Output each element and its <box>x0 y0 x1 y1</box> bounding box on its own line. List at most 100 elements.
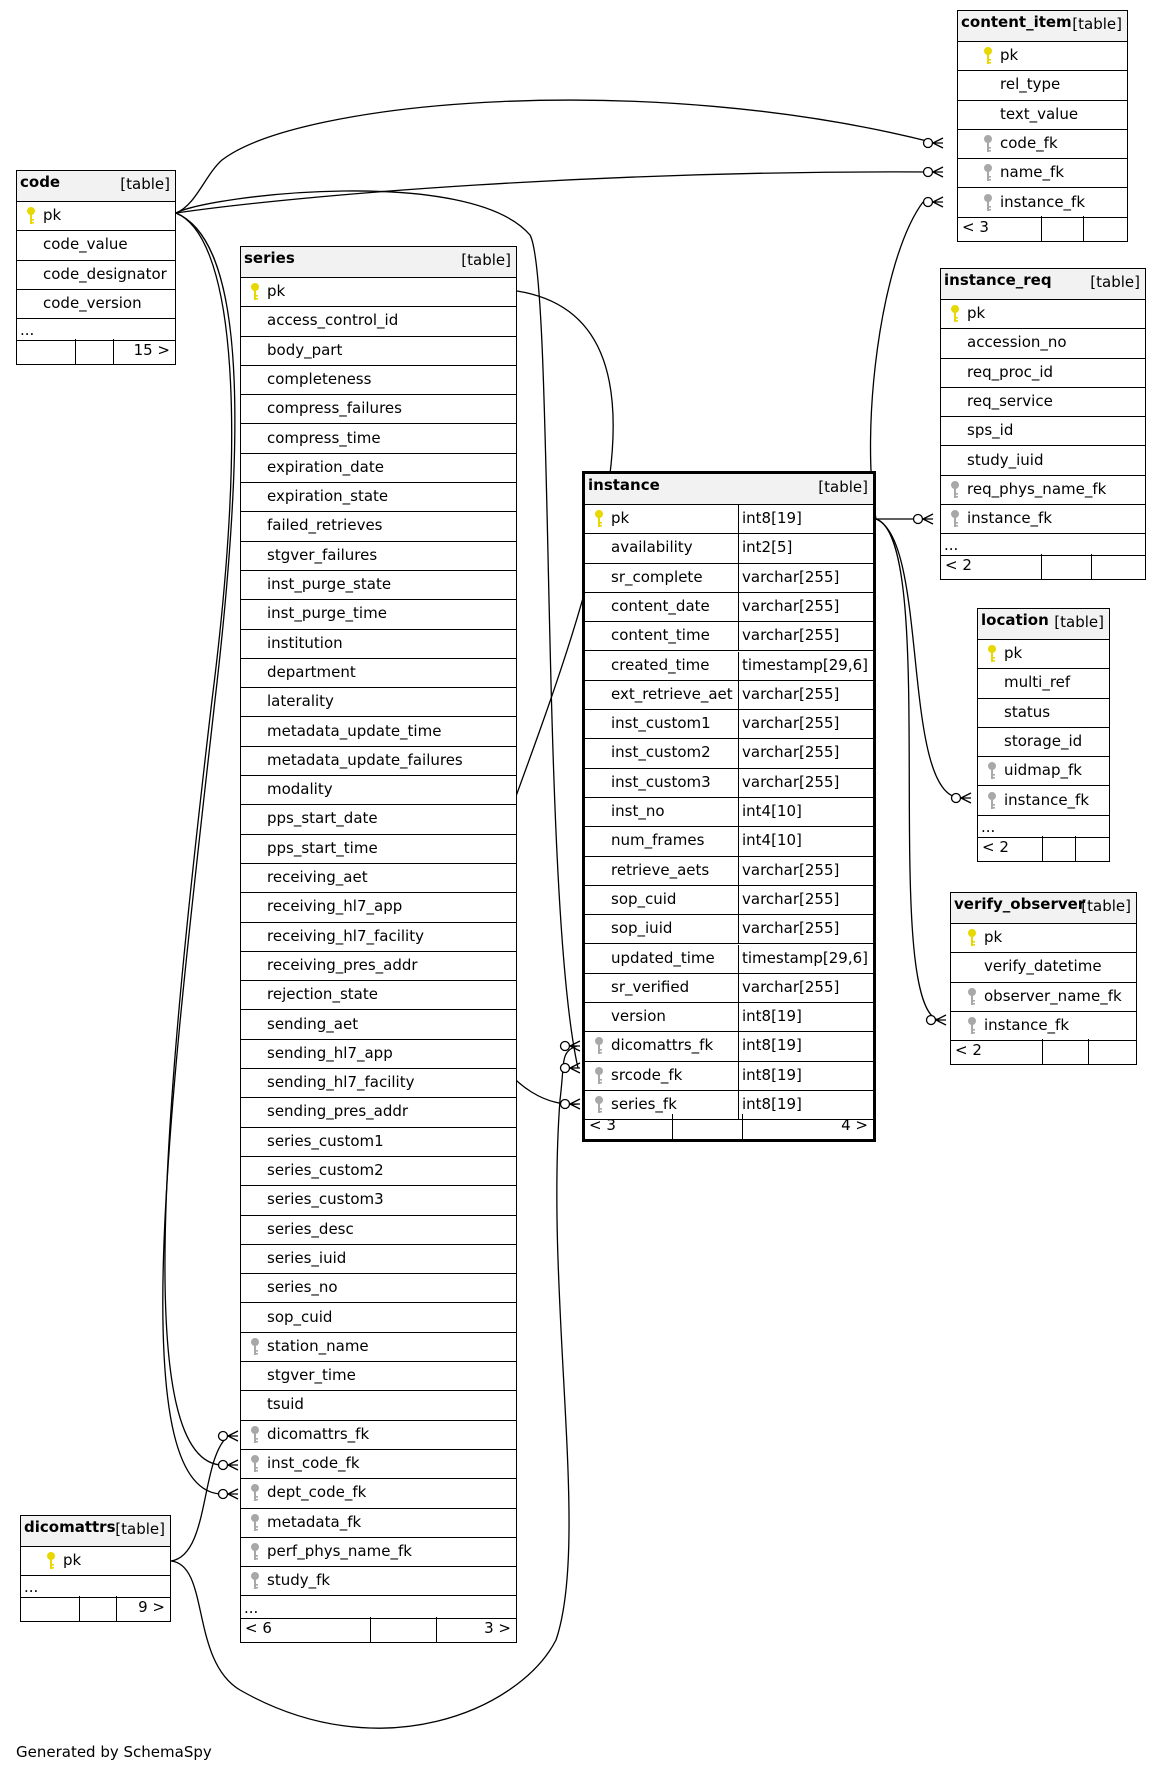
column-row[interactable]: failed_retrieves <box>241 512 516 542</box>
column-row[interactable]: instance_fk <box>958 189 1127 218</box>
column-row[interactable]: station_name <box>241 1333 516 1363</box>
column-row[interactable]: series_iuid <box>241 1245 516 1275</box>
column-row[interactable]: series_custom3 <box>241 1186 516 1216</box>
column-row[interactable]: sps_id <box>941 417 1145 447</box>
column-row[interactable]: compress_time <box>241 425 516 454</box>
column-row[interactable]: perf_phys_name_fk <box>241 1538 516 1568</box>
column-row[interactable]: receiving_hl7_app <box>241 893 516 923</box>
column-row[interactable]: series_custom1 <box>241 1128 516 1157</box>
column-row[interactable]: inst_purge_state <box>241 571 516 601</box>
column-row[interactable]: receiving_hl7_facility <box>241 923 516 952</box>
column-row[interactable]: access_control_id <box>241 307 516 337</box>
column-row[interactable]: uidmap_fk <box>978 757 1109 787</box>
column-row[interactable]: code_value <box>17 231 175 261</box>
column-row[interactable]: instance_fk <box>951 1012 1136 1042</box>
column-row[interactable]: dicomattrs_fk <box>241 1421 516 1450</box>
column-row[interactable]: compress_failures <box>241 395 516 425</box>
column-row[interactable]: series_desc <box>241 1216 516 1245</box>
more-columns[interactable]: ... <box>21 1576 170 1599</box>
column-row[interactable]: verify_datetime <box>951 953 1136 983</box>
column-row[interactable]: status <box>978 699 1109 728</box>
parents-link[interactable]: < 2 <box>945 556 972 575</box>
children-link[interactable]: 4 > <box>841 1116 868 1135</box>
column-row[interactable]: pk <box>21 1547 170 1577</box>
column-row[interactable]: stgver_failures <box>241 542 516 571</box>
column-row[interactable]: metadata_fk <box>241 1509 516 1538</box>
children-link[interactable]: 9 > <box>138 1598 165 1617</box>
column-row[interactable]: pk <box>958 42 1127 72</box>
children-link[interactable]: 15 > <box>133 341 170 360</box>
column-row[interactable]: stgver_time <box>241 1362 516 1392</box>
column-row[interactable]: text_value <box>958 101 1127 130</box>
column-row[interactable]: sop_cuid <box>241 1304 516 1333</box>
column-row[interactable]: receiving_aet <box>241 864 516 894</box>
column-row[interactable]: inst_code_fk <box>241 1450 516 1480</box>
column-row[interactable]: body_part <box>241 337 516 366</box>
more-columns[interactable]: ... <box>941 534 1145 557</box>
column-row[interactable]: pps_start_date <box>241 805 516 835</box>
column-row[interactable]: pk <box>17 202 175 232</box>
table-dicomattrs[interactable]: dicomattrs[table]pk...9 > <box>20 1515 171 1623</box>
column-row[interactable]: multi_ref <box>978 669 1109 699</box>
column-row[interactable]: req_proc_id <box>941 359 1145 388</box>
column-row[interactable]: req_service <box>941 388 1145 418</box>
column-row[interactable]: metadata_update_failures <box>241 747 516 777</box>
column-row[interactable]: metadata_update_time <box>241 718 516 747</box>
more-columns[interactable]: ... <box>17 319 175 342</box>
column-row[interactable]: pk <box>951 924 1136 954</box>
more-columns[interactable]: ... <box>241 1597 516 1619</box>
parents-link[interactable]: < 2 <box>982 837 1009 856</box>
parents-link[interactable]: < 3 <box>962 217 989 236</box>
parents-link[interactable]: < 2 <box>955 1041 982 1060</box>
column-row[interactable]: tsuid <box>241 1391 516 1421</box>
column-row[interactable]: inst_purge_time <box>241 600 516 630</box>
column-row[interactable]: completeness <box>241 366 516 396</box>
column-row[interactable]: storage_id <box>978 728 1109 758</box>
column-row[interactable]: receiving_pres_addr <box>241 952 516 982</box>
column-row[interactable]: req_phys_name_fk <box>941 476 1145 506</box>
column-row[interactable]: expiration_date <box>241 454 516 484</box>
column-row[interactable]: name_fk <box>958 159 1127 189</box>
column-row[interactable]: accession_no <box>941 329 1145 359</box>
column-row[interactable]: series_custom2 <box>241 1157 516 1187</box>
column-row[interactable]: pk <box>978 640 1109 670</box>
column-row[interactable]: observer_name_fk <box>951 983 1136 1012</box>
column-row[interactable]: department <box>241 659 516 689</box>
column-row[interactable]: code_designator <box>17 261 175 290</box>
column-row[interactable]: pps_start_time <box>241 835 516 864</box>
column-row[interactable]: sending_pres_addr <box>241 1098 516 1128</box>
column-row[interactable]: instance_fk <box>978 787 1109 816</box>
column-row[interactable]: sending_hl7_app <box>241 1040 516 1070</box>
column-row[interactable]: series_no <box>241 1274 516 1304</box>
column-row[interactable]: sending_aet <box>241 1011 516 1040</box>
column-row[interactable]: instance_fk <box>941 505 1145 535</box>
more-columns[interactable]: ... <box>978 816 1109 838</box>
column-row[interactable]: study_iuid <box>941 447 1145 476</box>
column-row[interactable]: pk <box>941 300 1145 330</box>
children-link[interactable]: 3 > <box>484 1618 511 1637</box>
column-row[interactable]: expiration_state <box>241 483 516 513</box>
